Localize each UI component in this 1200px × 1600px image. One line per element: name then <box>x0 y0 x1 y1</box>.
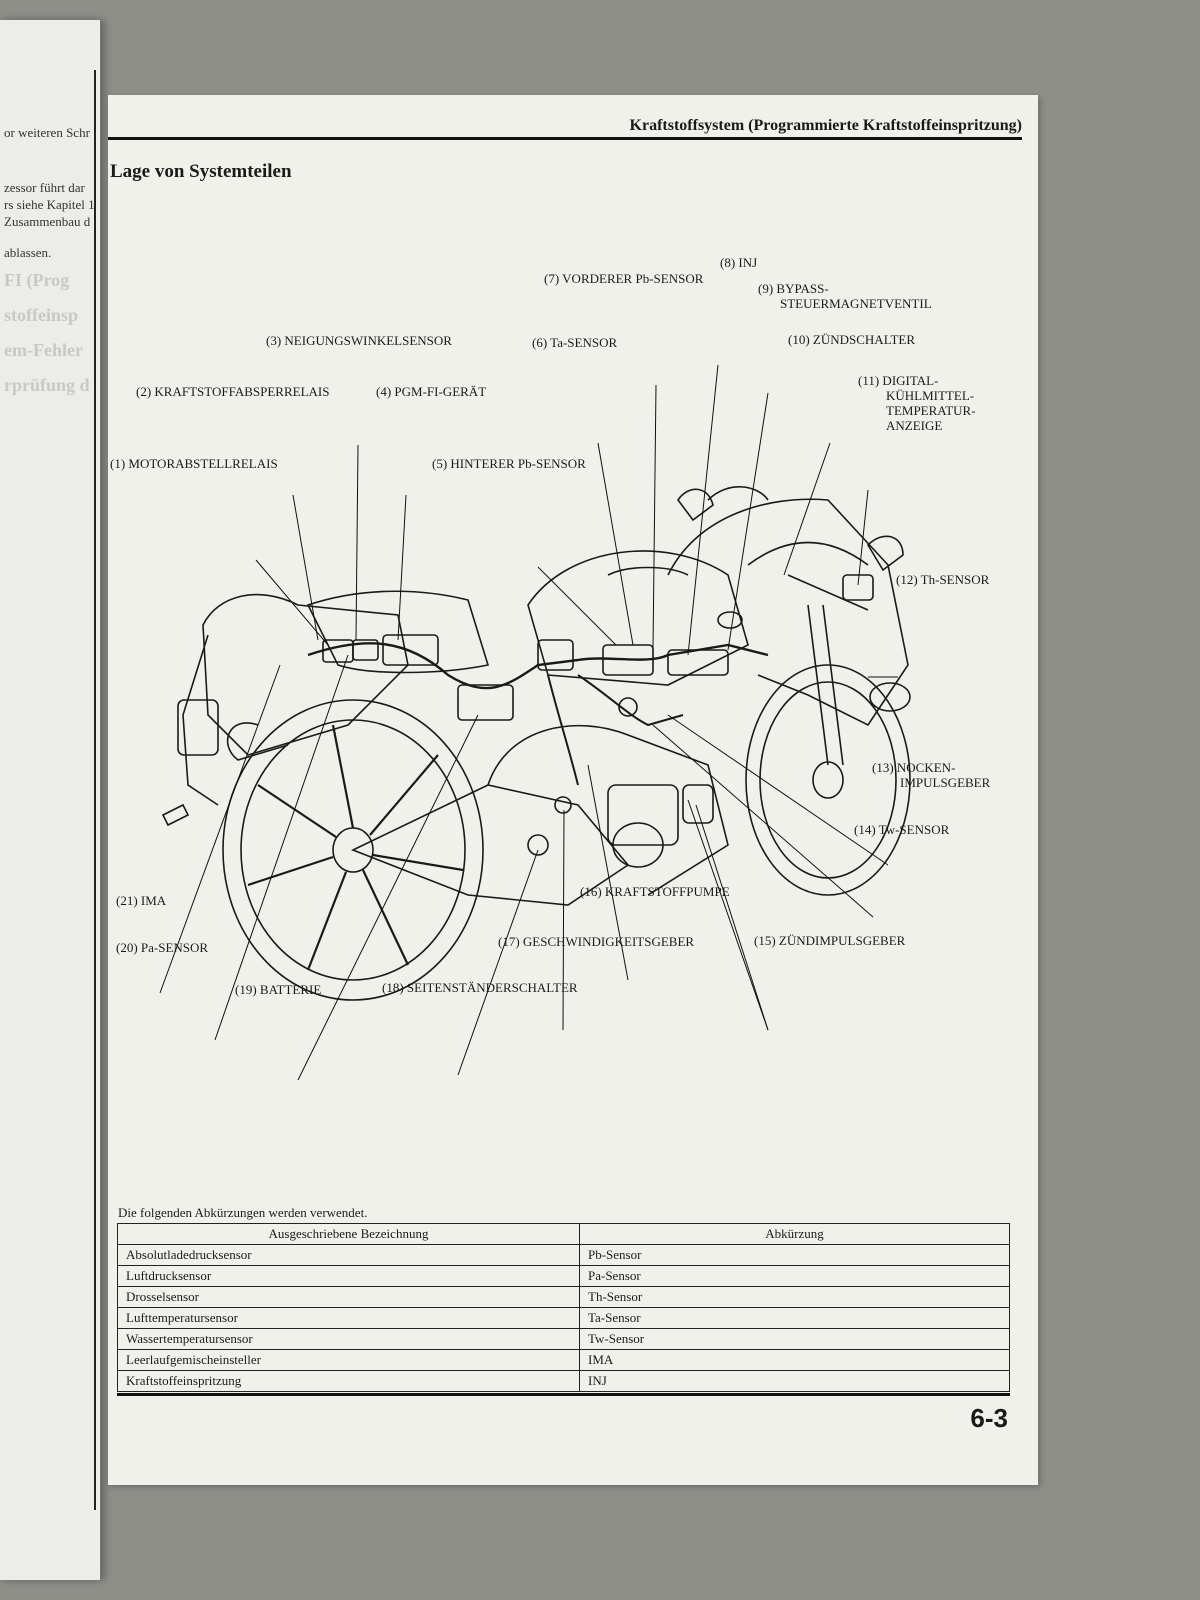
callout-pgm-fi-geraet: (4) PGM-FI-GERÄT <box>376 384 487 399</box>
facing-page-text: zessor führt dar <box>4 180 85 195</box>
facing-page-text: Zusammenbau d <box>4 214 91 229</box>
table-cell: Kraftstoffeinspritzung <box>117 1370 580 1392</box>
facing-page-ghost-text: FI (Prog <box>4 270 70 290</box>
column-header: Ausgeschriebene Bezeichnung <box>117 1223 580 1245</box>
callout-motorabstellrelais: (1) MOTORABSTELLRELAIS <box>110 456 278 471</box>
battery-icon <box>457 684 514 721</box>
callout-batterie: (19) BATTERIE <box>235 982 322 997</box>
manual-page: Kraftstoffsystem (Programmierte Kraftsto… <box>108 95 1038 1485</box>
callout-neigungswinkelsensor: (3) NEIGUNGSWINKELSENSOR <box>266 333 452 348</box>
column-header: Abkürzung <box>579 1223 1010 1245</box>
table-row: Leerlaufgemischeinsteller IMA <box>117 1349 1010 1371</box>
table-row: Drosselsensor Th-Sensor <box>117 1286 1010 1308</box>
table-cell: Absolutladedrucksensor <box>117 1244 580 1266</box>
facing-page-ghost-text: stoffeinsp <box>4 305 79 325</box>
table-cell: Pa-Sensor <box>579 1265 1010 1287</box>
table-row: Luftdrucksensor Pa-Sensor <box>117 1265 1010 1287</box>
table-cell: Wassertemperatursensor <box>117 1328 580 1350</box>
callout-digital-kuehlmitteltemperaturanzeige: (11) DIGITAL- KÜHLMITTEL- TEMPERATUR- AN… <box>858 373 976 433</box>
callout-nockenimpulsgeber: (13) NOCKEN- IMPULSGEBER <box>872 760 990 790</box>
header-rule <box>108 137 1022 140</box>
facing-page-ghost-text: em-Fehler <box>4 340 83 360</box>
facing-page-text: ablassen. <box>4 245 52 260</box>
table-cell: Drosselsensor <box>117 1286 580 1308</box>
callout-bypass-steuermagnetventil: (9) BYPASS- STEUERMAGNETVENTIL <box>758 281 932 311</box>
front-wheel-icon <box>745 664 911 896</box>
callout-geschwindigkeitsgeber: (17) GESCHWINDIGKEITSGEBER <box>498 934 695 949</box>
callout-pa-sensor: (20) Pa-SENSOR <box>116 940 209 955</box>
callout-zuendschalter: (10) ZÜNDSCHALTER <box>788 332 915 347</box>
facing-page-text: or weiteren Schr <box>4 125 90 140</box>
section-title: Lage von Systemteilen <box>110 161 292 182</box>
table-header-row: Ausgeschriebene Bezeichnung Abkürzung <box>117 1223 1010 1245</box>
facing-page-rule <box>94 70 96 1510</box>
rear-wheel-icon <box>222 699 484 1001</box>
callout-tw-sensor: (14) Tw-SENSOR <box>854 822 950 837</box>
table-row: Lufttemperatursensor Ta-Sensor <box>117 1307 1010 1329</box>
callout-line: (11) DIGITAL- <box>858 373 939 388</box>
callout-line: IMPULSGEBER <box>900 775 991 790</box>
page-header-title: Kraftstoffsystem (Programmierte Kraftsto… <box>629 117 1022 134</box>
callout-line: STEUERMAGNETVENTIL <box>780 296 932 311</box>
callout-line: (9) BYPASS- <box>758 281 829 296</box>
page-number: 6-3 <box>970 1403 1008 1433</box>
table-cell: Tw-Sensor <box>579 1328 1010 1350</box>
facing-page: FI (Prog stoffeinsp em-Fehler rprüfung d… <box>0 20 101 1580</box>
table-cell: Pb-Sensor <box>579 1244 1010 1266</box>
table-row: Kraftstoffeinspritzung INJ <box>117 1370 1010 1392</box>
callout-inj: (8) INJ <box>720 255 758 270</box>
table-cell: Ta-Sensor <box>579 1307 1010 1329</box>
table-row: Wassertemperatursensor Tw-Sensor <box>117 1328 1010 1350</box>
table-cell: Th-Sensor <box>579 1286 1010 1308</box>
callout-th-sensor: (12) Th-SENSOR <box>896 572 990 587</box>
callout-seitenstaenderschalter: (18) SEITENSTÄNDERSCHALTER <box>382 980 578 995</box>
callout-line: KÜHLMITTEL- <box>886 388 975 403</box>
facing-page-text: rs siehe Kapitel 1 <box>4 197 95 212</box>
callout-line: ANZEIGE <box>886 418 943 433</box>
facing-page-ghost-text: rprüfung d <box>4 375 90 395</box>
table-cell: Luftdrucksensor <box>117 1265 580 1287</box>
footer-rule <box>117 1393 1010 1396</box>
callout-hinterer-pb-sensor: (5) HINTERER Pb-SENSOR <box>432 456 586 471</box>
callout-kraftstoffabsperrelais: (2) KRAFTSTOFFABSPERRELAIS <box>136 384 330 399</box>
callout-vorderer-pb-sensor: (7) VORDERER Pb-SENSOR <box>544 271 704 286</box>
table-cell: IMA <box>579 1349 1010 1371</box>
callout-line: TEMPERATUR- <box>886 403 976 418</box>
table-cell: INJ <box>579 1370 1010 1392</box>
table-caption: Die folgenden Abkürzungen werden verwend… <box>118 1205 368 1220</box>
table-row: Absolutladedrucksensor Pb-Sensor <box>117 1244 1010 1266</box>
table-cell: Leerlaufgemischeinsteller <box>117 1349 580 1371</box>
table-cell: Lufttemperatursensor <box>117 1307 580 1329</box>
callout-ima: (21) IMA <box>116 893 167 908</box>
callout-line: (13) NOCKEN- <box>872 760 956 775</box>
callout-ta-sensor: (6) Ta-SENSOR <box>532 335 618 350</box>
callout-zuendimpulsgeber: (15) ZÜNDIMPULSGEBER <box>754 933 906 948</box>
abbreviation-table: Ausgeschriebene Bezeichnung Abkürzung Ab… <box>117 1223 1010 1392</box>
motorcycle-diagram <box>159 364 911 1081</box>
callout-kraftstoffpumpe: (16) KRAFTSTOFFPUMPE <box>580 884 730 899</box>
